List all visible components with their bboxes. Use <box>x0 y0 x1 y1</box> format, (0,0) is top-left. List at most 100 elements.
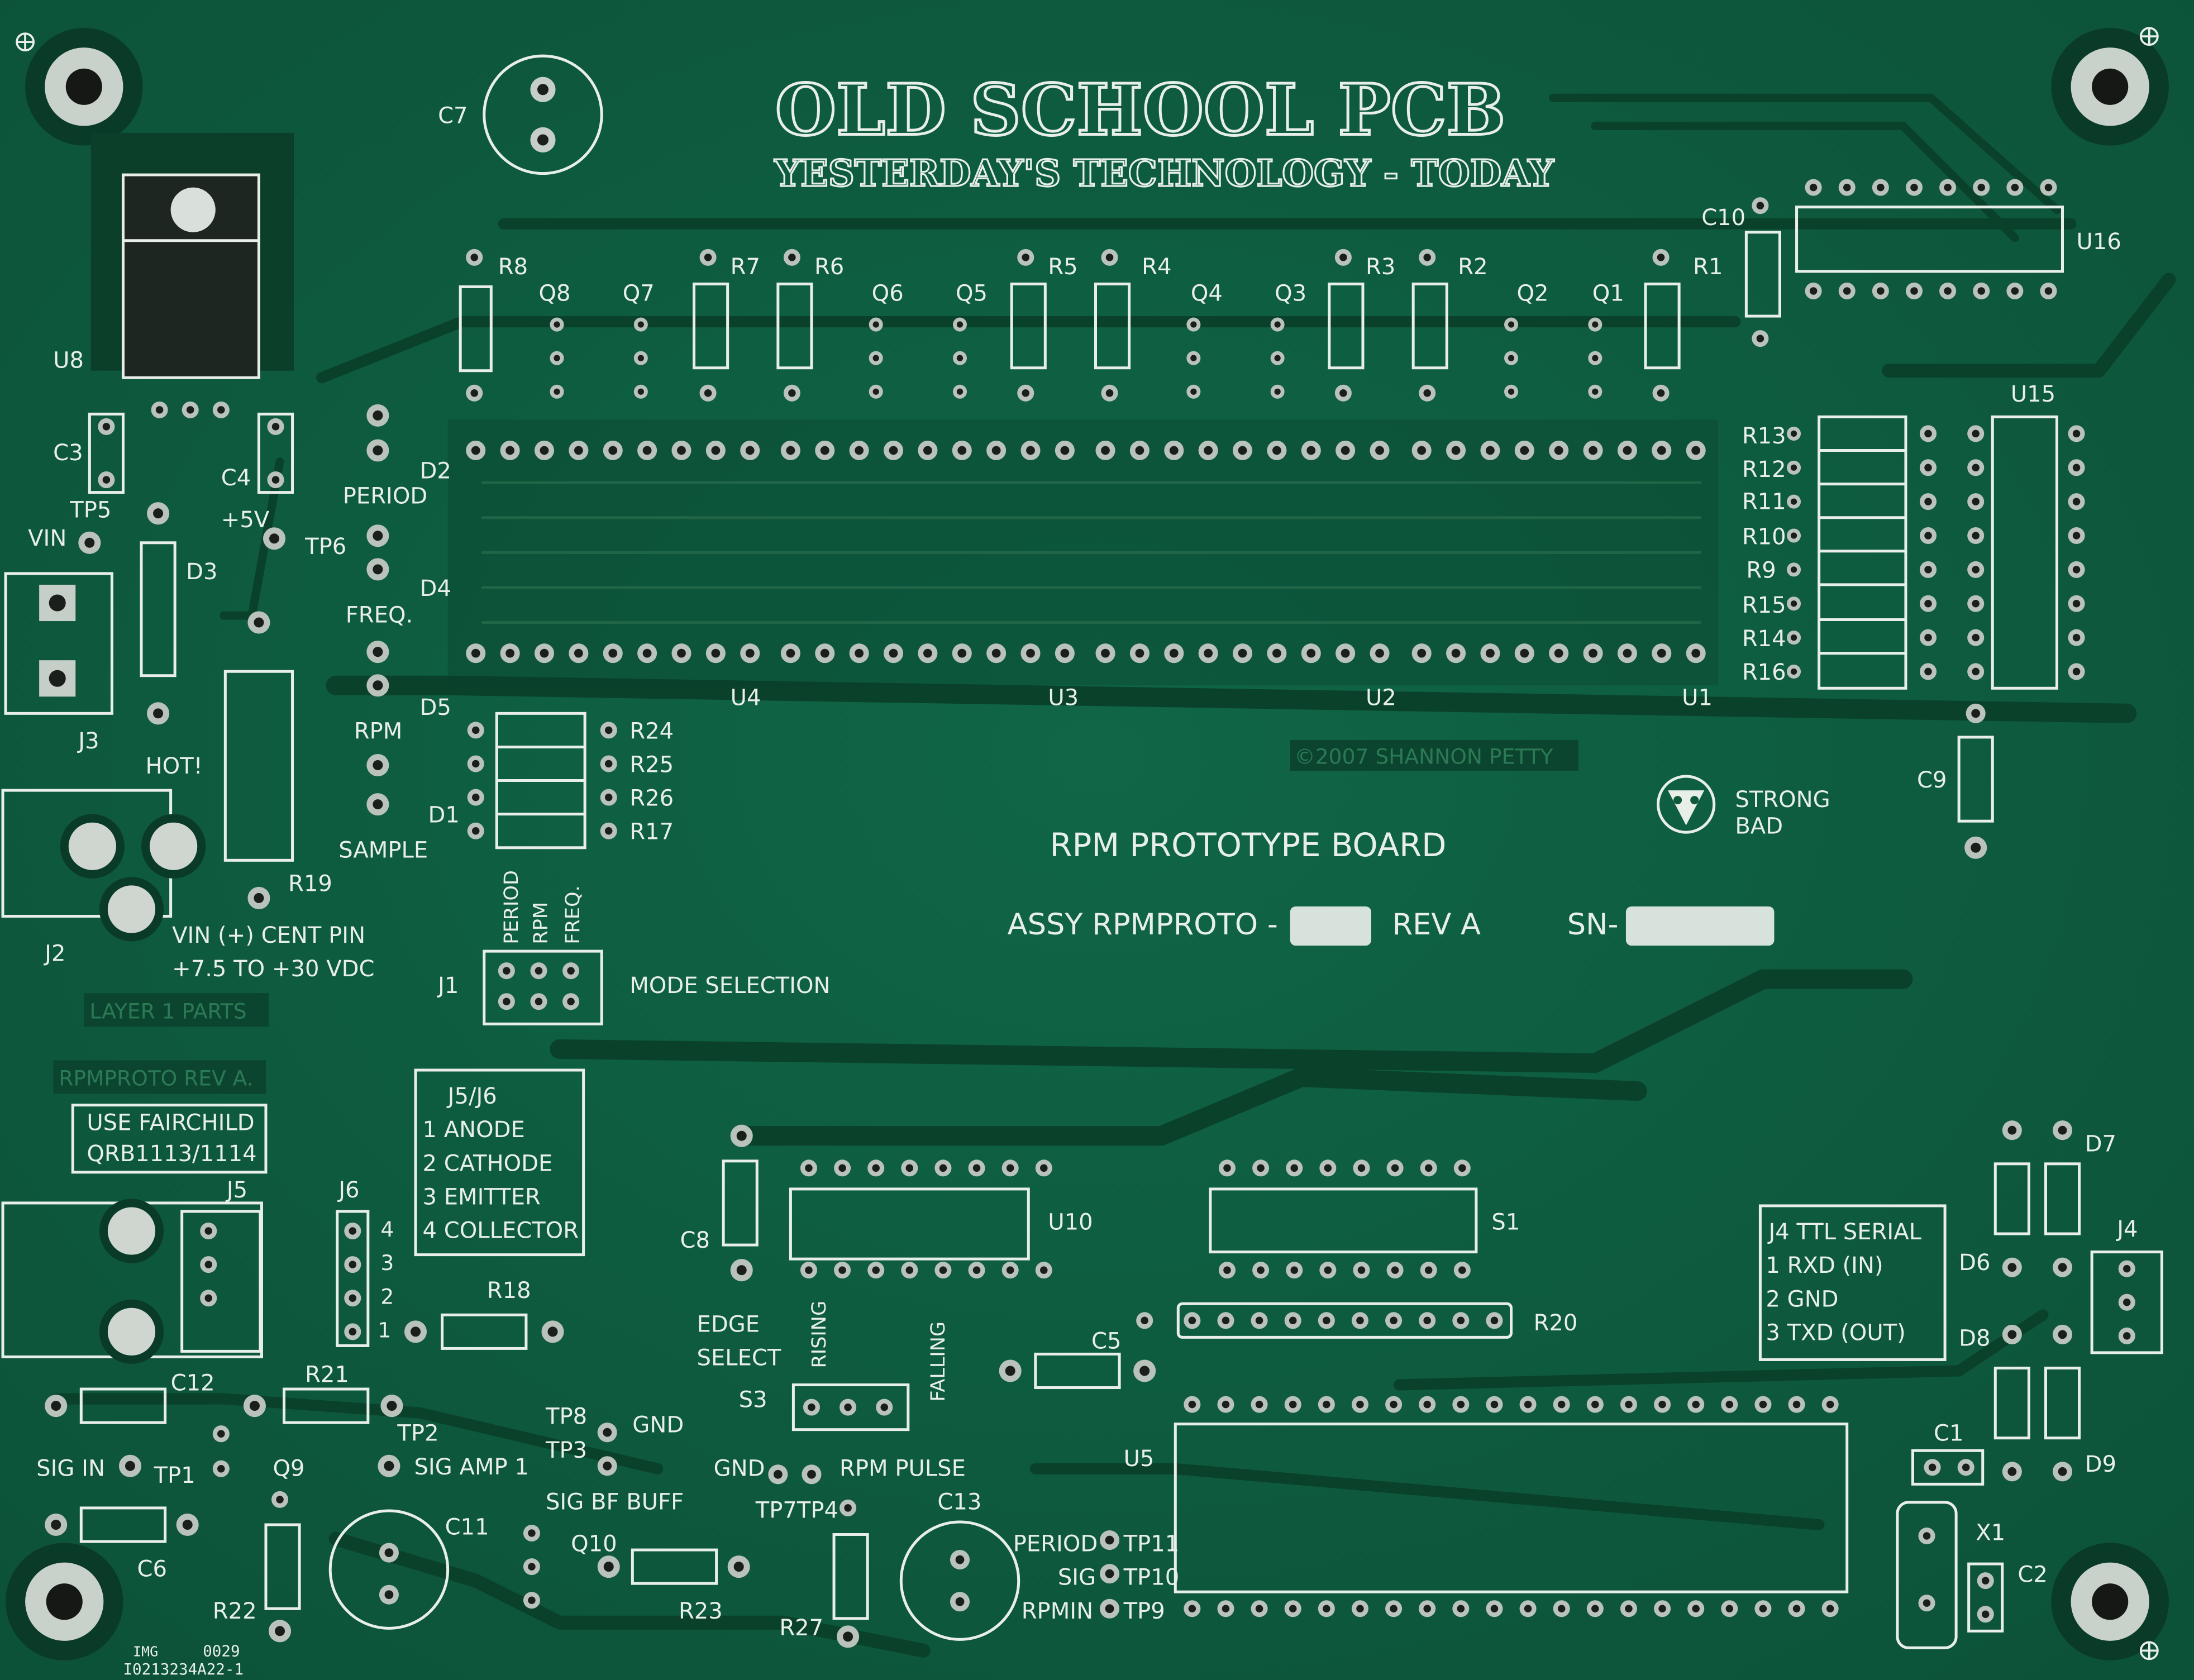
refdes-tp10: TP10 <box>1123 1565 1180 1591</box>
bottom-electrolytics <box>328 1509 1020 1641</box>
pad-icon <box>176 1513 199 1536</box>
pad-icon <box>1620 1600 1637 1617</box>
pad-icon <box>1319 1159 1337 1177</box>
pad-icon <box>267 471 284 489</box>
pad-icon <box>1386 1262 1404 1279</box>
pad-icon <box>2040 282 2057 299</box>
pad-icon <box>968 1159 985 1177</box>
refdes-rpm-pulse: RPM PULSE <box>840 1455 966 1481</box>
pad-icon <box>1967 663 1985 680</box>
pad-icon <box>1620 1396 1637 1413</box>
mode-rpm-label: RPM <box>529 902 552 944</box>
pad-icon <box>699 384 717 402</box>
pad-icon <box>2002 1257 2022 1277</box>
refdes-j1: J1 <box>436 973 459 999</box>
refdes-u2: U2 <box>1366 685 1396 710</box>
pad-icon <box>1284 1396 1301 1413</box>
refdes-d7: D7 <box>2085 1131 2116 1157</box>
refdes-r2: R2 <box>1458 254 1487 280</box>
refdes-r23: R23 <box>679 1598 723 1624</box>
pad-icon <box>1411 440 1432 461</box>
pad-icon <box>344 1323 361 1340</box>
pad-icon <box>1973 179 1990 196</box>
resistor-bodies <box>79 231 2081 1620</box>
copyright-label: ©2007 SHANNON PETTY <box>1294 744 1553 769</box>
pad-icon <box>200 1290 217 1307</box>
pad-icon <box>1386 1159 1404 1177</box>
refdes-q3: Q3 <box>1275 280 1306 306</box>
pad-icon <box>1588 317 1602 332</box>
pad-icon <box>569 643 589 664</box>
pad-icon <box>1967 527 1985 545</box>
pad-icon <box>1198 643 1218 664</box>
refdes-u3: U3 <box>1048 685 1079 710</box>
pad-icon <box>200 1223 217 1240</box>
pad-icon <box>562 962 580 980</box>
pad-icon <box>467 789 484 806</box>
pad-icon <box>1687 1396 1705 1413</box>
pad-icon <box>1588 351 1602 365</box>
pad-icon <box>267 418 284 435</box>
pad-icon <box>212 1425 230 1443</box>
pad-icon <box>1964 836 1987 859</box>
blank-label-fields <box>1290 906 1775 946</box>
pad-icon <box>1918 1595 1935 1612</box>
pad-icon <box>952 317 967 332</box>
pad-icon <box>2052 1257 2073 1277</box>
refdes-u5: U5 <box>1124 1446 1155 1472</box>
pad-icon <box>1486 1396 1503 1413</box>
pad-icon <box>1217 1312 1234 1329</box>
pad-icon <box>1553 1396 1570 1413</box>
pad-icon <box>1419 1396 1436 1413</box>
pad-icon <box>1519 1396 1537 1413</box>
pad-icon <box>1967 493 1985 510</box>
pad-icon <box>1055 643 1075 664</box>
pad-icon <box>1453 1159 1471 1177</box>
pad-icon <box>1100 1598 1120 1619</box>
pad-icon <box>379 1543 399 1563</box>
pad-icon <box>344 1256 361 1273</box>
pad-icon <box>1752 330 1769 347</box>
refdes-r9: R9 <box>1746 557 1776 583</box>
pad-icon <box>952 351 967 365</box>
pad-icon <box>1270 317 1285 332</box>
pad-icon <box>1514 440 1534 461</box>
fiducial-icon <box>16 32 35 52</box>
refdes-sig: SIG <box>1058 1565 1096 1591</box>
pad-icon <box>1754 1396 1772 1413</box>
refdes-r20: R20 <box>1534 1310 1578 1336</box>
pad-icon <box>633 351 648 365</box>
pad-icon <box>834 1159 851 1177</box>
refdes-s3: S3 <box>739 1387 767 1413</box>
refdes-tp3: TP3 <box>545 1438 587 1463</box>
pad-icon <box>534 643 555 664</box>
pad-icon <box>147 502 170 525</box>
pad-icon <box>271 1491 289 1508</box>
pad-icon <box>2006 282 2024 299</box>
pad-icon <box>986 643 1007 664</box>
pad-icon <box>1977 1606 1994 1623</box>
pad-icon <box>2006 179 2024 196</box>
refdes-d1: D1 <box>428 803 460 828</box>
pad-icon <box>467 755 484 772</box>
pad-icon <box>1549 643 1569 664</box>
pad-icon <box>378 1454 400 1477</box>
pad-icon <box>1967 629 1985 646</box>
pad-icon <box>1217 1600 1234 1617</box>
pad-icon <box>834 1262 851 1279</box>
refdes-q8: Q8 <box>538 280 570 306</box>
pad-icon <box>1966 703 1986 723</box>
pad-icon <box>1752 197 1769 214</box>
pad-icon <box>1905 179 1923 196</box>
pad-icon <box>1939 282 1957 299</box>
pad-icon <box>705 643 726 664</box>
refdes-q10: Q10 <box>571 1531 617 1557</box>
pad-icon <box>1549 440 1569 461</box>
rising-label: RISING <box>808 1301 831 1368</box>
fiducial-icon <box>2139 27 2159 46</box>
lower-ic-outlines <box>71 949 2163 1649</box>
pad-icon <box>2002 1462 2022 1482</box>
pad-icon <box>699 249 717 266</box>
pad-icon <box>2068 561 2085 578</box>
refdes-freq: FREQ. <box>346 603 413 628</box>
